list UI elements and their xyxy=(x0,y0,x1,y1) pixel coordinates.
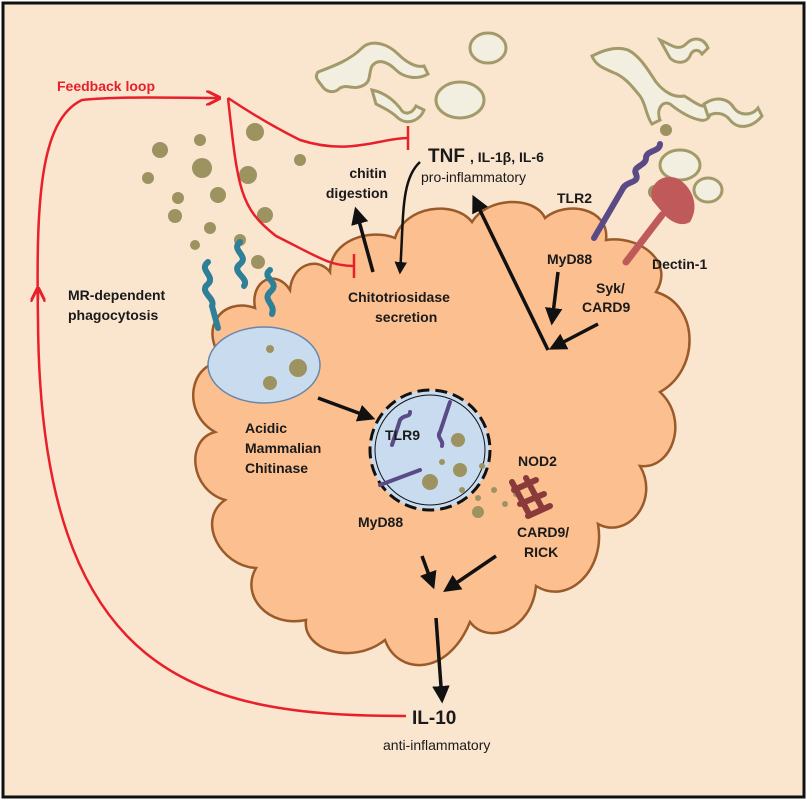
mr-label: phagocytosis xyxy=(68,307,158,323)
dectin1-receptor xyxy=(622,176,695,266)
card9-label: RICK xyxy=(524,544,558,560)
yeast-cell xyxy=(692,176,724,204)
il10-label: IL-10 xyxy=(412,708,456,729)
tlr9-endosome xyxy=(368,388,492,512)
tlr9-receptor xyxy=(378,400,452,487)
feedback-loop xyxy=(38,98,410,718)
chitin-particles xyxy=(142,123,672,269)
feedback-loop-label: Feedback loop xyxy=(57,78,155,94)
myd88-bottom-label: MyD88 xyxy=(358,514,403,530)
yeast-cell xyxy=(434,80,486,120)
syk-label: Syk/ xyxy=(596,280,625,296)
fungal-hypha xyxy=(590,46,712,126)
yeast-cell xyxy=(658,148,702,182)
nod2-receptor xyxy=(509,475,553,519)
amc-label: Chitinase xyxy=(245,460,308,476)
chitin-particle xyxy=(289,359,307,377)
chitin-digestion-label: digestion xyxy=(326,185,388,201)
tnf-label: TNF xyxy=(428,146,465,167)
mr-label: MR-dependent xyxy=(68,287,166,303)
yeast-cell xyxy=(468,31,508,65)
chitotriosidase-label: Chitotriosidase xyxy=(348,289,450,305)
chitin-particle xyxy=(266,345,274,353)
tlr9-endosome-inner xyxy=(374,394,486,506)
chitin-particle xyxy=(263,376,277,390)
cytokines-label: , IL-1β, IL-6 xyxy=(470,149,544,165)
syk-label: CARD9 xyxy=(582,299,630,315)
tlr2-label: TLR2 xyxy=(557,190,592,206)
chitotriosidase-label: secretion xyxy=(375,309,437,325)
amc-label: Mammalian xyxy=(245,440,321,456)
phagosome xyxy=(207,326,321,404)
nod2-label: NOD2 xyxy=(518,453,557,469)
anti-inflammatory-label: anti-inflammatory xyxy=(383,737,490,753)
fungal-hypha xyxy=(369,88,426,124)
amc-label: Acidic xyxy=(245,420,287,436)
tlr2-receptor xyxy=(591,141,663,241)
chitin-digestion-label: chitin xyxy=(349,165,386,181)
pro-inflammatory-label: pro-inflammatory xyxy=(421,169,526,185)
card9-label: CARD9/ xyxy=(517,524,569,540)
chitin-particles xyxy=(422,433,519,518)
pathway-arrows xyxy=(317,161,599,704)
tlr9-label: TLR9 xyxy=(385,427,420,443)
fungal-hypha xyxy=(656,37,710,64)
mannose-receptor xyxy=(201,239,277,331)
fungal-hypha xyxy=(702,97,764,128)
dectin1-label: Dectin-1 xyxy=(652,256,707,272)
fungal-hypha xyxy=(314,41,430,94)
myd88-label: MyD88 xyxy=(547,251,592,267)
